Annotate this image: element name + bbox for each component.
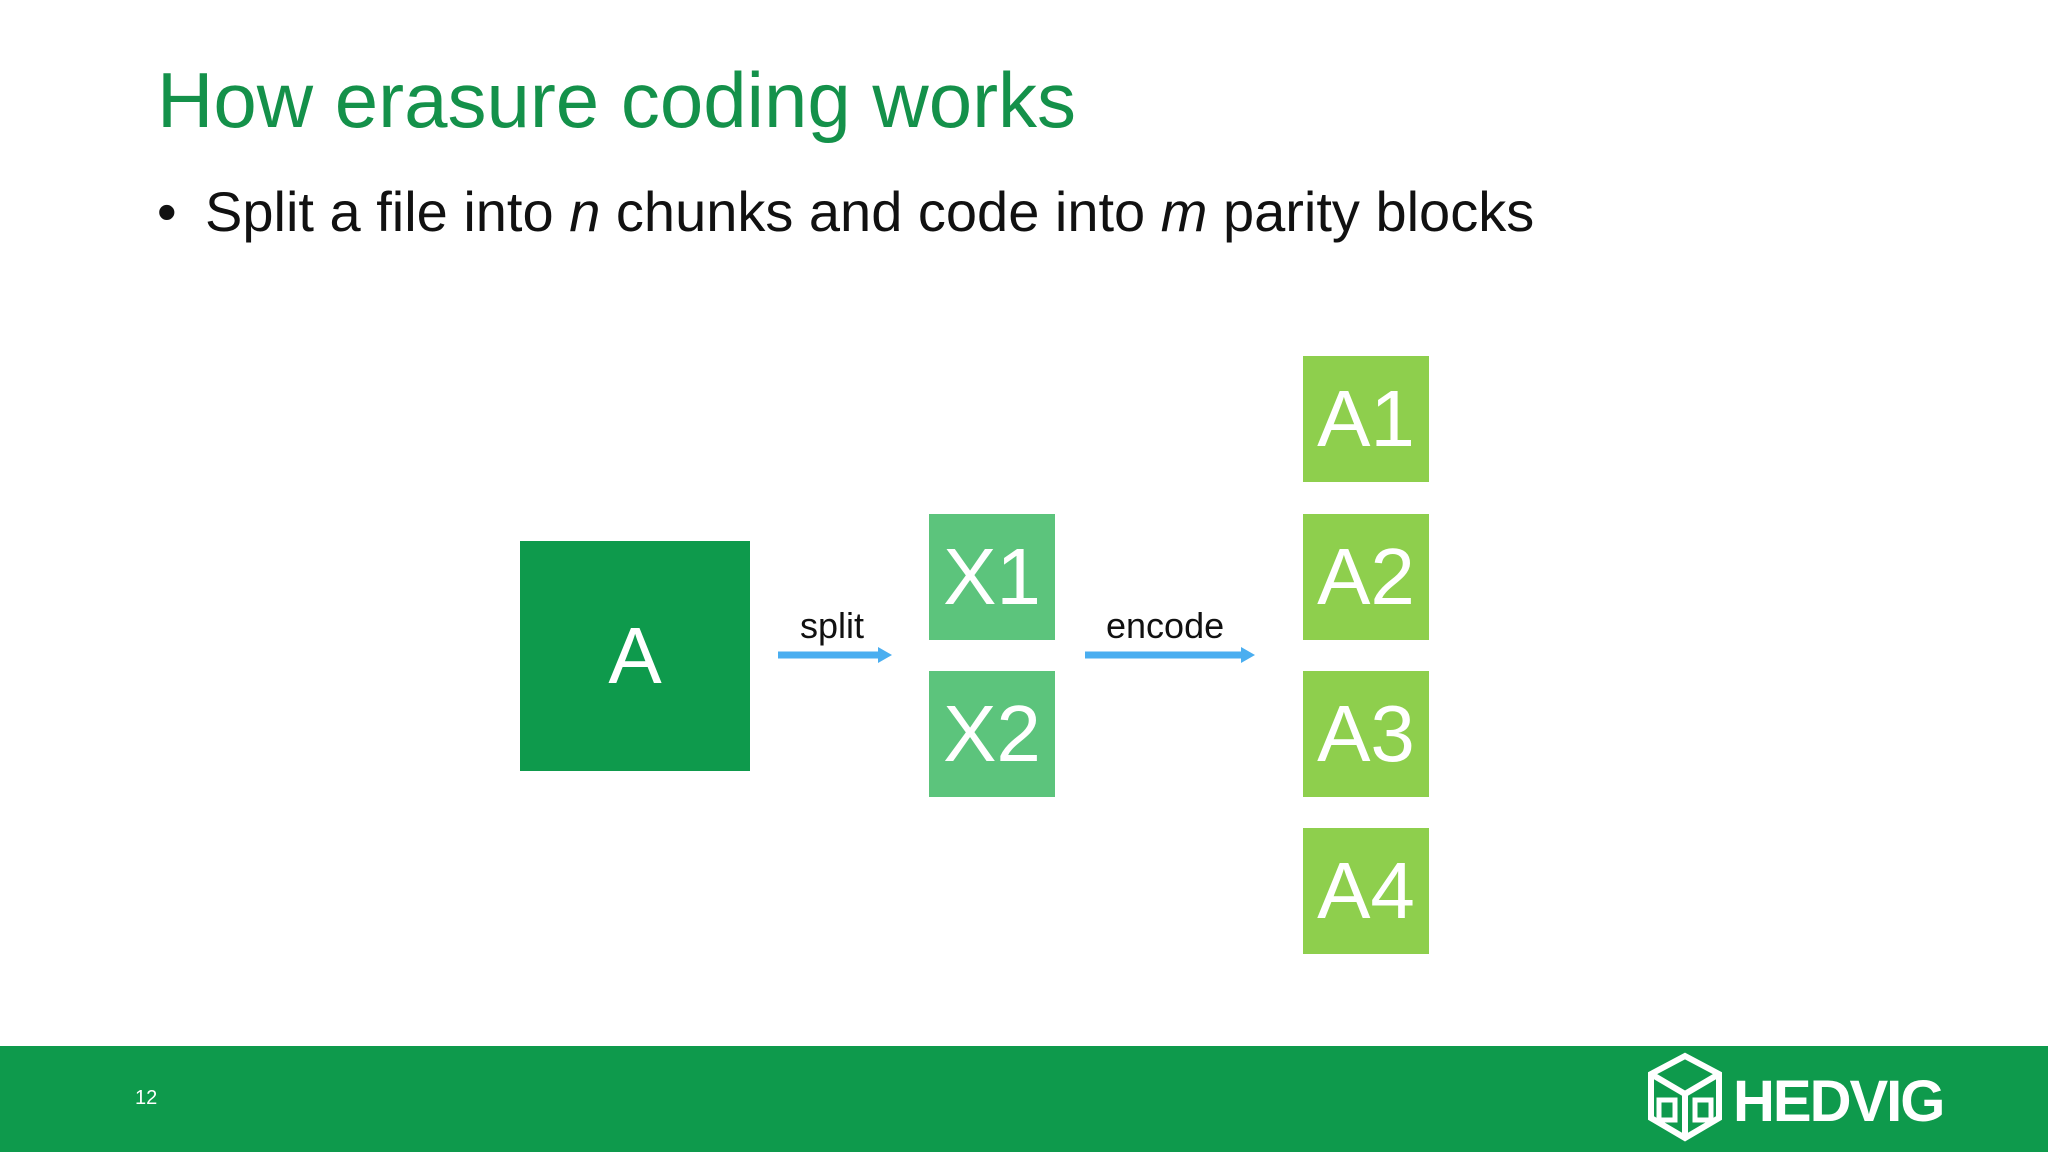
source-file-box: A [520, 541, 750, 771]
chunk-box-x2: X2 [929, 671, 1055, 797]
encoded-box-a2: A2 [1303, 514, 1429, 640]
hedvig-logo-text: HEDVIG [1733, 1069, 1945, 1134]
split-label: split [800, 605, 865, 646]
encode-label: encode [1106, 605, 1225, 646]
bullet-text-3: parity blocks [1207, 180, 1535, 243]
slide-title: How erasure coding works [157, 56, 1077, 144]
encoded-box-a4: A4 [1303, 828, 1429, 954]
bullet-var-n: n [569, 180, 601, 243]
bullet-var-m: m [1160, 180, 1208, 243]
bullet-marker: • [157, 180, 177, 243]
bullet-text-1: Split a file into [205, 180, 570, 243]
hedvig-logo-icon [1648, 1052, 1722, 1142]
page-number: 12 [135, 1087, 158, 1109]
split-arrow-icon [778, 647, 892, 663]
encoded-box-a3: A3 [1303, 671, 1429, 797]
encode-arrow-icon [1085, 647, 1255, 663]
bullet-text-2: chunks and code into [600, 180, 1161, 243]
encoded-box-a1: A1 [1303, 356, 1429, 482]
bullet-item: • Split a file into n chunks and code int… [157, 180, 1534, 244]
chunk-box-x1: X1 [929, 514, 1055, 640]
